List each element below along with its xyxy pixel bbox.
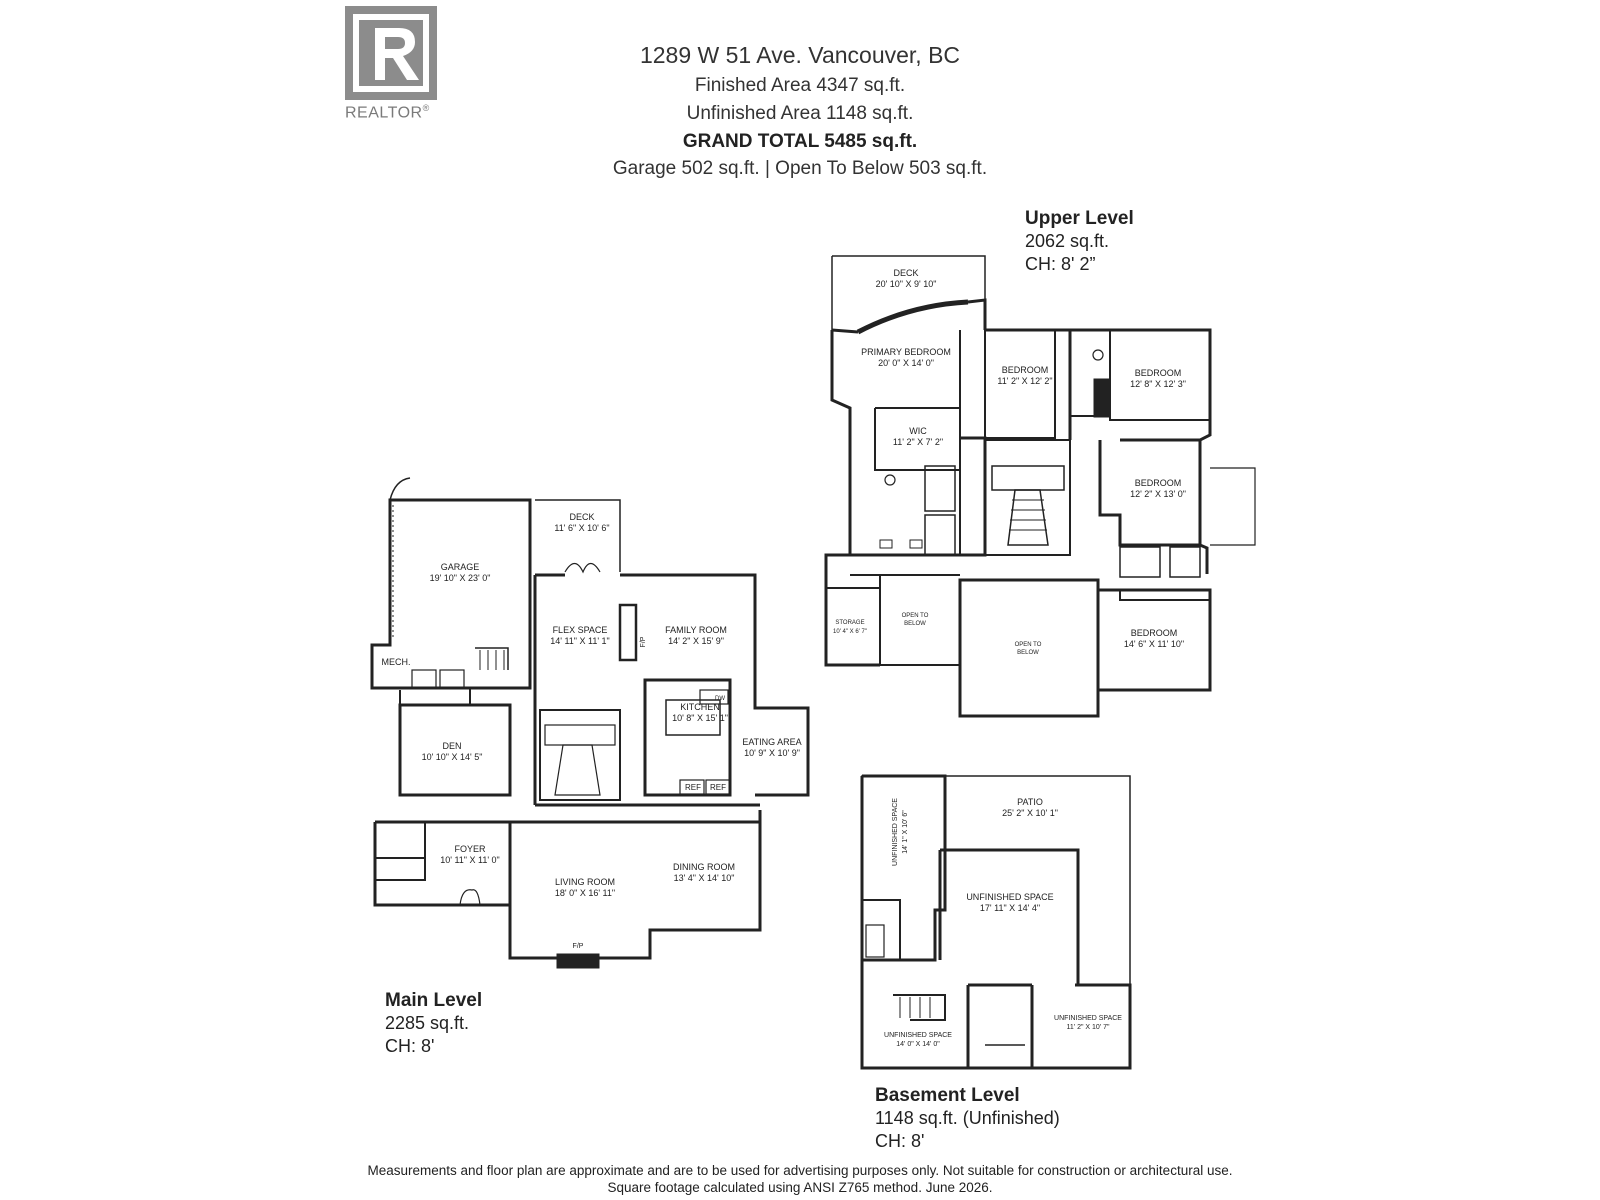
main-deck-dim: 11' 6" X 10' 6" xyxy=(554,523,609,533)
garage-open-to-below: Garage 502 sq.ft. | Open To Below 503 sq… xyxy=(612,158,988,179)
upper-deck-dim: 20' 10" X 9' 10" xyxy=(876,279,937,289)
main-level-ch: CH: 8' xyxy=(385,1036,435,1056)
basement-level-plan xyxy=(860,774,1132,1070)
main-level-caption: Main Level 2285 sq.ft. CH: 8' xyxy=(385,990,482,1058)
basement-level-title: Basement Level xyxy=(875,1085,1020,1106)
property-address: 1289 W 51 Ave. Vancouver, BC xyxy=(639,42,961,68)
unfinished-b-dim: 17' 11" X 14' 4" xyxy=(980,903,1040,913)
bedroom-a-dim: 11' 2" X 12' 2" xyxy=(997,376,1052,386)
kitchen-name: KITCHEN xyxy=(680,702,720,712)
eating-area-dim: 10' 9" X 10' 9" xyxy=(744,748,800,758)
garage-name: GARAGE xyxy=(441,562,480,572)
flex-space-dim: 14' 11" X 11' 1" xyxy=(550,636,610,646)
wic-name: WIC xyxy=(909,426,927,436)
bedroom-b-name: BEDROOM xyxy=(1135,368,1182,378)
open-below-b-line2: BELOW xyxy=(1017,650,1039,656)
patio-name: PATIO xyxy=(1017,797,1043,807)
dining-room-name: DINING ROOM xyxy=(673,862,735,872)
basement-level-ch: CH: 8' xyxy=(875,1131,925,1151)
open-below-a-line1: OPEN TO xyxy=(902,613,929,619)
disclaimer-line-1: Measurements and floor plan are approxim… xyxy=(367,1163,1233,1178)
wic-dim: 11' 2" X 7' 2" xyxy=(893,437,943,447)
living-room-name: LIVING ROOM xyxy=(555,877,615,887)
upper-level-caption: Upper Level 2062 sq.ft. CH: 8' 2” xyxy=(1025,208,1134,276)
patio-dim: 25' 2" X 10' 1" xyxy=(1002,808,1058,818)
unfinished-d-name: UNFINISHED SPACE xyxy=(1054,1015,1122,1022)
storage-dim: 10' 4" X 6' 7" xyxy=(833,629,867,635)
realtor-logo xyxy=(345,6,437,100)
garage-dim: 19' 10" X 23' 0" xyxy=(430,573,491,583)
bedroom-b-dim: 12' 8" X 12' 3" xyxy=(1130,379,1186,389)
upper-level-area: 2062 sq.ft. xyxy=(1025,231,1110,251)
primary-bedroom-dim: 20' 0" X 14' 0" xyxy=(878,358,934,368)
eating-area-name: EATING AREA xyxy=(742,737,801,747)
foyer-name: FOYER xyxy=(454,844,486,854)
storage-name: STORAGE xyxy=(835,620,864,626)
foyer-dim: 10' 11" X 11' 0" xyxy=(440,855,500,865)
room-labels: DECK 20' 10" X 9' 10" PRIMARY BEDROOM 20… xyxy=(382,268,1186,1048)
unfinished-c-dim: 14' 0" X 14' 0" xyxy=(896,1041,940,1048)
ref-b-label: REF xyxy=(710,783,726,792)
bedroom-d-name: BEDROOM xyxy=(1131,628,1178,638)
upper-level-title: Upper Level xyxy=(1025,208,1134,229)
living-room-dim: 18' 0" X 16' 11" xyxy=(555,888,615,898)
main-level-area: 2285 sq.ft. xyxy=(385,1013,470,1033)
main-level-title: Main Level xyxy=(385,990,483,1011)
basement-level-area: 1148 sq.ft. (Unfinished) xyxy=(875,1108,1060,1128)
open-below-b-line1: OPEN TO xyxy=(1015,642,1042,648)
unfinished-area: Unfinished Area 1148 sq.ft. xyxy=(686,103,914,124)
unfinished-c-name: UNFINISHED SPACE xyxy=(884,1032,952,1039)
kitchen-dim: 10' 8" X 15' 1" xyxy=(672,713,728,723)
den-dim: 10' 10" X 14' 5" xyxy=(422,752,483,762)
unfinished-b-name: UNFINISHED SPACE xyxy=(966,892,1053,902)
unfinished-d-dim: 11' 2" X 10' 7" xyxy=(1067,1024,1110,1031)
family-room-dim: 14' 2" X 15' 9" xyxy=(668,636,724,646)
mech-name: MECH. xyxy=(382,657,411,667)
primary-bedroom-name: PRIMARY BEDROOM xyxy=(861,347,951,357)
unfinished-a-name: UNFINISHED SPACE xyxy=(892,798,899,866)
realtor-reg: ® xyxy=(422,103,430,113)
family-fireplace-label: F/P xyxy=(640,636,647,647)
realtor-r-icon xyxy=(345,6,437,100)
bedroom-a-name: BEDROOM xyxy=(1002,365,1049,375)
bedroom-c-name: BEDROOM xyxy=(1135,478,1182,488)
realtor-word: REALTOR xyxy=(345,104,423,122)
bedroom-d-dim: 14' 6" X 11' 10" xyxy=(1124,639,1184,649)
basement-level-caption: Basement Level 1148 sq.ft. (Unfinished) … xyxy=(875,1085,1060,1153)
upper-level-plan xyxy=(824,255,1256,718)
realtor-wordmark: REALTOR® xyxy=(345,103,450,122)
finished-area: Finished Area 4347 sq.ft. xyxy=(694,75,906,96)
dishwasher-label: DW xyxy=(715,696,725,702)
flex-space-name: FLEX SPACE xyxy=(553,625,608,635)
upper-level-ch: CH: 8' 2” xyxy=(1025,254,1096,274)
main-level-plan xyxy=(370,477,810,969)
dining-room-dim: 13' 4" X 14' 10" xyxy=(674,873,735,883)
disclaimer-line-2: Square footage calculated using ANSI Z76… xyxy=(607,1180,993,1195)
main-deck-name: DECK xyxy=(569,512,594,522)
bedroom-c-dim: 12' 2" X 13' 0" xyxy=(1130,489,1186,499)
grand-total: GRAND TOTAL 5485 sq.ft. xyxy=(682,131,918,152)
living-fireplace-label: F/P xyxy=(573,943,584,950)
den-name: DEN xyxy=(442,741,461,751)
family-room-name: FAMILY ROOM xyxy=(665,625,727,635)
ref-a-label: REF xyxy=(685,783,701,792)
open-below-a-line2: BELOW xyxy=(904,621,926,627)
upper-deck-name: DECK xyxy=(893,268,918,278)
unfinished-a-dim: 14' 1" X 10' 6" xyxy=(902,810,909,854)
